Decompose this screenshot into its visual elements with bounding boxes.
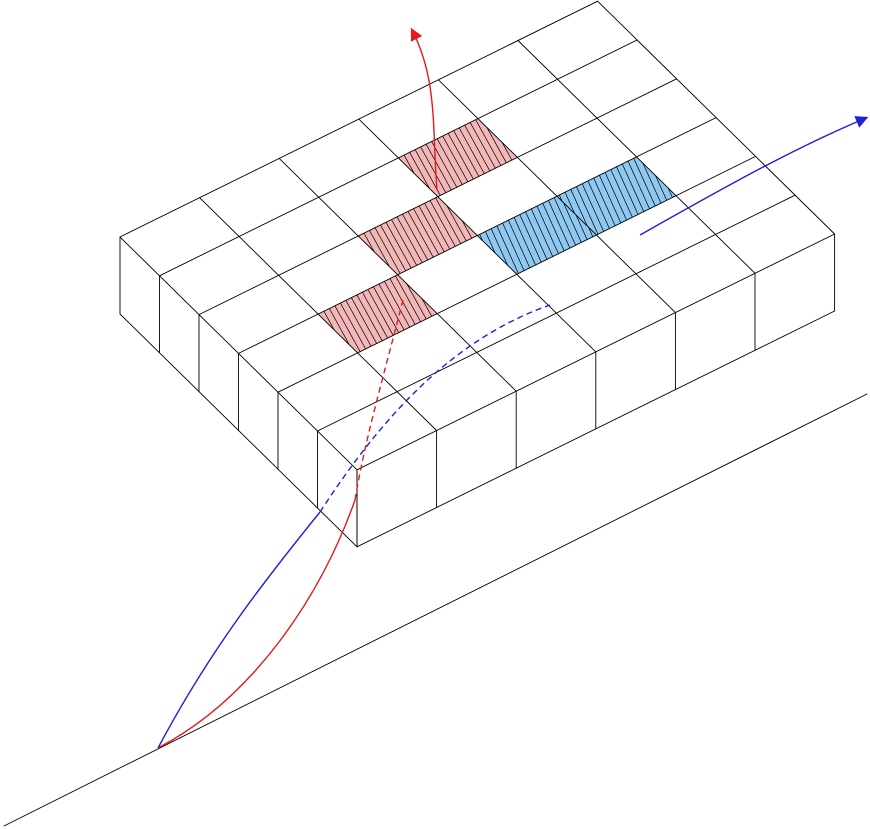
top-col-line-2 <box>278 157 517 392</box>
top-col-line-4 <box>437 79 676 314</box>
red-ray-lower <box>157 499 356 749</box>
top-col-line-3 <box>358 118 597 353</box>
top-col-line-5 <box>517 40 756 274</box>
front-face-bottom <box>356 310 836 548</box>
red-cell-2 <box>358 196 478 275</box>
blue-ray-hidden <box>319 304 551 513</box>
rays <box>157 27 869 749</box>
blue-ray-lower <box>157 511 321 749</box>
red-ray-upper <box>410 27 438 191</box>
highlighted-cells <box>318 118 676 353</box>
red-ray-hidden <box>354 299 404 501</box>
left-face-bottom <box>119 313 358 548</box>
blue-cell-1 <box>477 196 597 275</box>
red-cell-3 <box>318 274 438 353</box>
ground-line <box>3 393 868 827</box>
top-col-line-6 <box>597 0 836 235</box>
blue-cell-2 <box>556 156 676 235</box>
red-cell-1 <box>398 118 518 197</box>
blue-ray-upper <box>639 116 869 236</box>
top-col-line-1 <box>199 197 438 431</box>
grid-block <box>119 0 836 548</box>
